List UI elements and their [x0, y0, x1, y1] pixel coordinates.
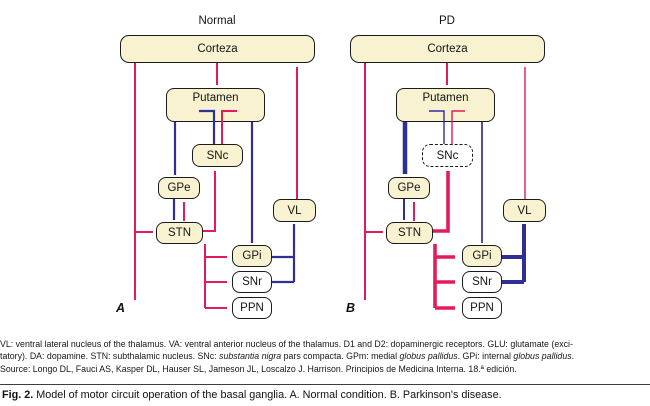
normal-vl-box: VL — [273, 199, 316, 222]
figure-caption-text: Model of motor circuit operation of the … — [36, 389, 502, 401]
legend-line-2: tatory). DA: dopamine. STN: subthalamic … — [0, 351, 575, 362]
pd-snc-box-degenerated: SNc — [422, 144, 473, 167]
normal-snc-box: SNc — [192, 144, 243, 167]
normal-ppn-box: PPN — [232, 297, 272, 319]
pd-snr-box: SNr — [462, 271, 502, 293]
legend-line-1: VL: ventral lateral nucleus of the thala… — [0, 339, 573, 349]
abbreviation-legend: VL: ventral lateral nucleus of the thala… — [0, 338, 650, 375]
normal-arrow-stn-to-snc — [203, 171, 216, 232]
normal-putamen-box: Putamen — [166, 88, 265, 122]
normal-panel-title: Normal — [198, 15, 236, 27]
pd-stn-box: STN — [386, 222, 433, 244]
legend-line-3: Source: Longo DL, Fauci AS, Kasper DL, H… — [0, 363, 517, 374]
normal-stn-box: STN — [156, 222, 203, 244]
caption-divider — [0, 384, 650, 385]
figure-caption: Fig. 2. Model of motor circuit operation… — [2, 389, 648, 401]
pd-gpe-box: GPe — [388, 177, 430, 199]
normal-arrow-gpi-snr-to-vl — [272, 224, 294, 284]
normal-panel-letter: A — [116, 301, 126, 315]
figure-number: Fig. 2. — [2, 389, 34, 401]
normal-gpi-box: GPi — [232, 245, 272, 267]
pd-panel-title: PD — [439, 15, 455, 27]
normal-gpe-box: GPe — [158, 177, 200, 199]
pd-panel-letter: B — [346, 301, 356, 315]
pd-cortex-box: Corteza — [350, 35, 545, 63]
pd-gpi-box: GPi — [462, 245, 502, 267]
pd-ppn-box: PPN — [462, 297, 502, 319]
pd-putamen-box: Putamen — [396, 88, 495, 122]
normal-snr-box: SNr — [232, 271, 272, 293]
pd-vl-box: VL — [503, 199, 546, 222]
pd-arrow-stn-to-snc — [433, 171, 450, 233]
pd-arrow-gpi-snr-to-vl — [502, 224, 524, 284]
normal-cortex-box: Corteza — [120, 35, 315, 63]
